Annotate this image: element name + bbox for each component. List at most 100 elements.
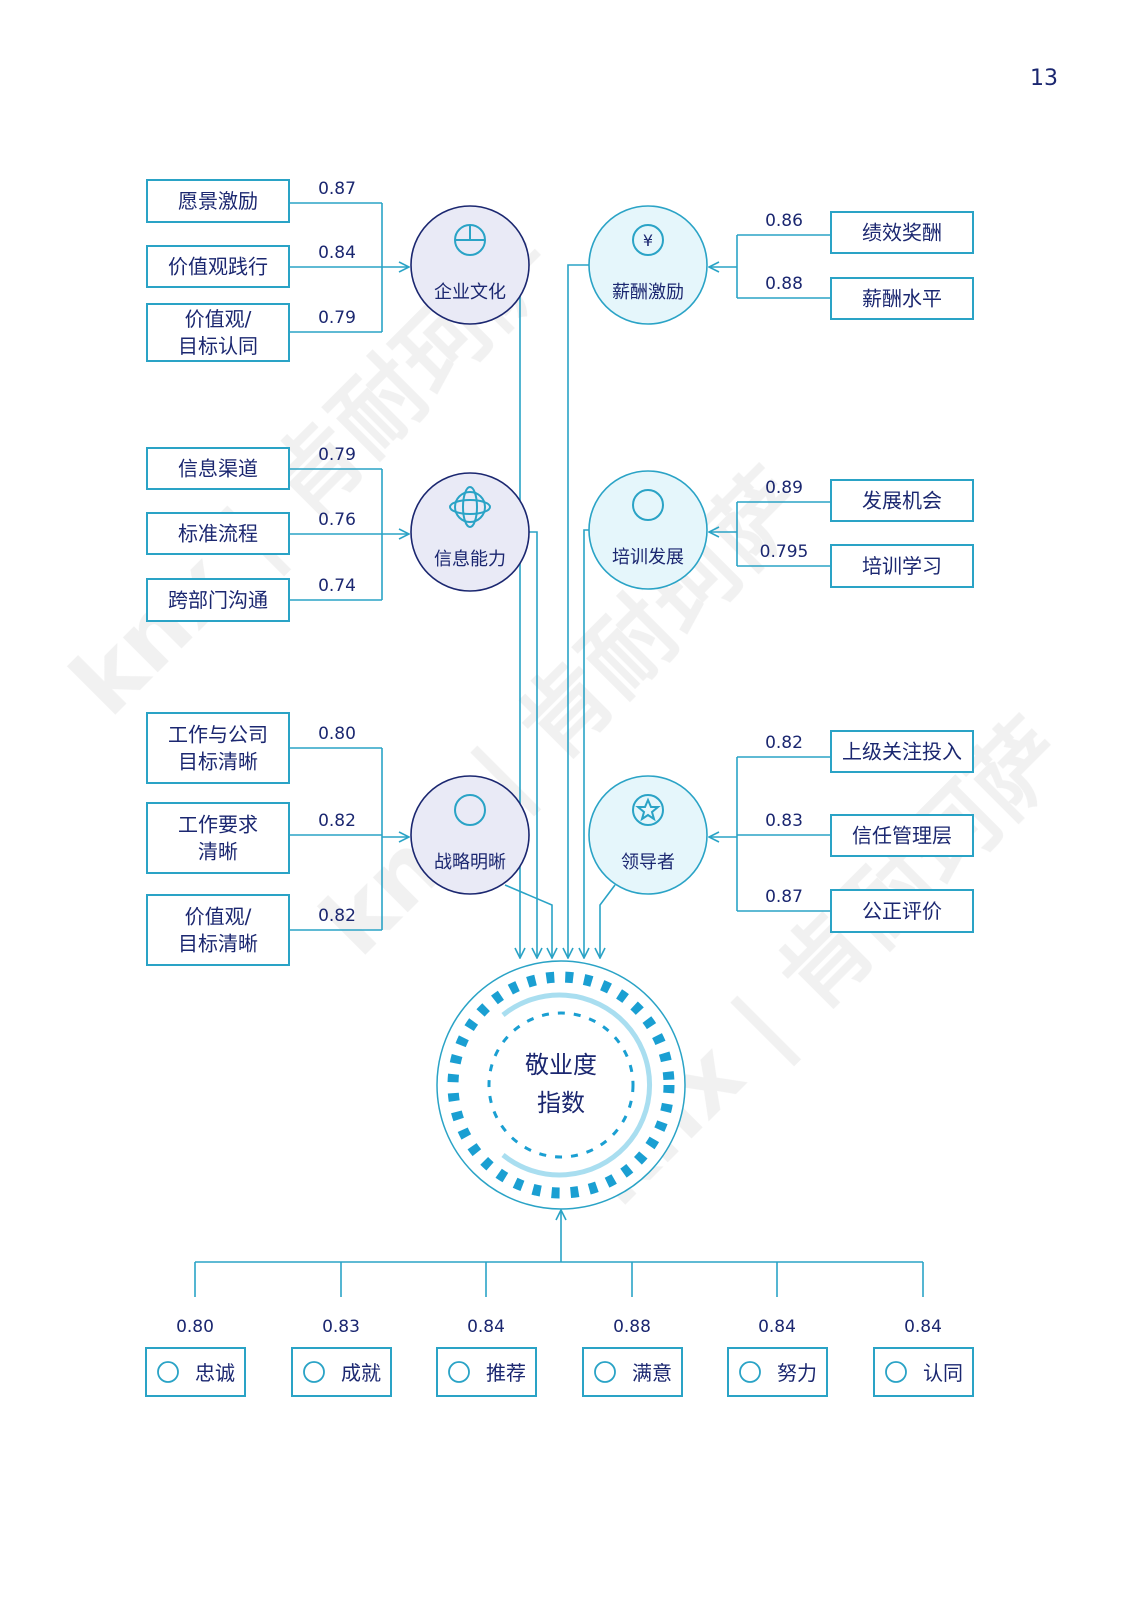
factor-box: 愿景激励 [146, 179, 290, 223]
factor-box: 信息渠道 [146, 447, 290, 490]
factor-box: 价值观/目标认同 [146, 303, 290, 362]
factor-box-frame [830, 730, 974, 773]
factor-label: 价值观/ [185, 307, 252, 331]
handshake-globe-icon [454, 224, 486, 256]
factor-value: 0.795 [760, 542, 809, 562]
factor-box-frame [146, 179, 290, 223]
factor-label: 目标清晰 [178, 750, 258, 774]
factor-value: 0.88 [765, 274, 803, 294]
factor-box-frame [830, 814, 974, 857]
driver-label: 领导者 [621, 852, 675, 873]
factor-value: 0.82 [318, 811, 356, 831]
factor-value: 0.79 [318, 445, 356, 465]
outcome-value: 0.84 [758, 1317, 796, 1337]
factor-value: 0.82 [318, 906, 356, 926]
factor-label: 价值观践行 [168, 255, 268, 279]
factor-box-frame [830, 544, 974, 588]
outcome-value: 0.88 [613, 1317, 651, 1337]
thumbs-up-icon [594, 1361, 616, 1383]
factor-label: 标准流程 [178, 522, 258, 546]
factor-label: 薪酬水平 [862, 287, 942, 311]
factor-label: 信任管理层 [852, 824, 952, 848]
people-group-icon [448, 1361, 470, 1383]
factor-label: 公正评价 [862, 899, 942, 923]
leader-star-icon [632, 794, 664, 826]
outcome-box [436, 1347, 537, 1397]
chess-knight-icon [454, 794, 486, 826]
factor-box-frame [830, 889, 974, 933]
outcome-label: 忠诚 [195, 1361, 235, 1385]
factor-box-frame [146, 245, 290, 288]
factor-label: 价值观/ [185, 905, 252, 929]
factor-box-frame [146, 712, 290, 784]
driver-label: 战略明晰 [434, 852, 506, 873]
factor-value: 0.84 [318, 243, 356, 263]
atom-icon [449, 486, 491, 528]
index-title-line1: 敬业度 [525, 1051, 597, 1079]
driver-circle [588, 775, 708, 895]
driver-5: 发展机会 0.89 培训学习 0.795 培训发展 [588, 470, 974, 590]
driver-label: 薪酬激励 [612, 282, 684, 303]
outcome-box [145, 1347, 246, 1397]
driver-to-index-arrow [504, 884, 552, 958]
driver-circle [410, 472, 530, 592]
factor-value: 0.80 [318, 724, 356, 744]
inner-dashed-ring [487, 1011, 635, 1159]
svg-text:knx | 肯耐珂萨: knx | 肯耐珂萨 [301, 451, 827, 977]
driver-to-index-arrow [529, 531, 537, 958]
factor-box-frame [830, 479, 974, 522]
factor-box: 信任管理层 [830, 814, 974, 857]
outcome-box [873, 1347, 974, 1397]
factor-value: 0.82 [765, 733, 803, 753]
factor-label: 工作与公司 [168, 723, 268, 747]
outcome-label: 认同 [923, 1361, 963, 1385]
outcome-value: 0.80 [176, 1317, 214, 1337]
outcome-label: 满意 [632, 1361, 672, 1385]
outcome-label: 推荐 [486, 1361, 526, 1385]
outcome-value: 0.84 [467, 1317, 505, 1337]
factor-box: 绩效奖酬 [830, 211, 974, 254]
factor-label: 目标认同 [178, 334, 258, 358]
factor-label: 上级关注投入 [842, 740, 962, 764]
driver-circle [410, 205, 530, 325]
outcome-box [727, 1347, 828, 1397]
factor-value: 0.83 [765, 811, 803, 831]
driver-circle [588, 205, 708, 325]
heart-icon [157, 1361, 179, 1383]
factor-label: 绩效奖酬 [862, 221, 942, 245]
factor-box-frame [146, 802, 290, 874]
outcome-label: 成就 [341, 1361, 381, 1385]
outcome-value: 0.84 [904, 1317, 942, 1337]
driver-to-index-arrow [568, 264, 589, 958]
factor-box: 跨部门沟通 [146, 578, 290, 622]
outcome-item: 0.80 忠诚 [145, 1317, 246, 1397]
factor-value: 0.89 [765, 478, 803, 498]
factor-label: 发展机会 [862, 489, 942, 513]
yen-hand-icon: ¥ [632, 224, 664, 256]
factor-box: 标准流程 [146, 512, 290, 555]
inner-arc [501, 992, 653, 1178]
factor-box-frame [146, 512, 290, 555]
driver-label: 企业文化 [434, 282, 506, 303]
driver-label: 培训发展 [612, 547, 684, 568]
driver-label: 信息能力 [434, 549, 506, 570]
factor-box: 发展机会 [830, 479, 974, 522]
factor-box-frame [146, 894, 290, 966]
factor-box: 价值观践行 [146, 245, 290, 288]
factor-label: 培训学习 [862, 554, 942, 578]
outcome-box [582, 1347, 683, 1397]
driver-to-index-arrow [584, 529, 589, 958]
factor-box-frame [830, 277, 974, 320]
factor-box-frame [146, 447, 290, 490]
flag-mountain-icon [303, 1361, 325, 1383]
presentation-board-icon [632, 489, 664, 521]
factor-box: 上级关注投入 [830, 730, 974, 773]
driver-to-index-arrow [600, 884, 616, 958]
factor-label: 信息渠道 [178, 457, 258, 481]
